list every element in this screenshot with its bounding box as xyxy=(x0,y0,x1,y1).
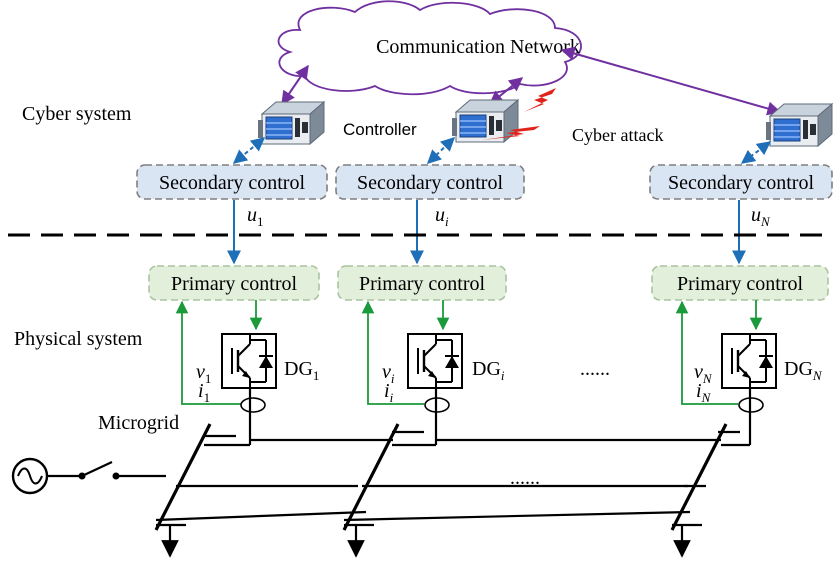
secondary-control-label: Secondary control xyxy=(357,172,504,194)
in-label: iN xyxy=(696,380,712,405)
converter-n-icon xyxy=(720,332,778,390)
vi-label: vi xyxy=(382,361,395,386)
cyber-attack-bolt-icon xyxy=(482,88,556,140)
v1-label: v1 xyxy=(196,361,211,386)
dg-unit-i: vi ii DGi xyxy=(361,300,505,445)
cyber-attack-label: Cyber attack xyxy=(572,125,663,145)
secondary-control-n: Secondary control xyxy=(649,164,833,200)
controller-link-1 xyxy=(232,137,266,164)
cyber-system-label: Cyber system xyxy=(22,103,132,125)
microgrid-label: Microgrid xyxy=(98,412,179,434)
secondary-control-label: Secondary control xyxy=(668,172,815,194)
breaker-switch-icon xyxy=(81,461,113,477)
un-label: uN xyxy=(751,204,771,229)
ui-label: ui xyxy=(435,204,449,229)
controller-link-i xyxy=(426,137,456,164)
controller-n-icon xyxy=(765,103,833,147)
controller-1-icon xyxy=(257,101,325,145)
comm-link-n xyxy=(560,46,782,116)
dgi-label: DGi xyxy=(472,358,505,383)
controller-label: Controller xyxy=(343,120,417,139)
dgn-label: DGN xyxy=(784,358,823,383)
i1-label: i1 xyxy=(198,380,210,405)
ii-label: ii xyxy=(384,380,394,405)
secondary-control-i: Secondary control xyxy=(335,164,525,200)
primary-control-label: Primary control xyxy=(677,273,804,295)
network-label: Communication Network xyxy=(376,36,580,58)
secondary-control-1: Secondary control xyxy=(136,164,328,200)
physical-system-label: Physical system xyxy=(14,328,143,350)
dg-unit-n: vN iN DGN xyxy=(675,300,823,445)
converter-1-icon xyxy=(220,332,278,390)
primary-control-n: Primary control xyxy=(651,265,829,301)
secondary-control-label: Secondary control xyxy=(159,172,306,194)
primary-control-1: Primary control xyxy=(148,265,320,301)
u1-label: u1 xyxy=(247,204,264,229)
primary-control-i: Primary control xyxy=(337,265,507,301)
dg-unit-1: v1 i1 DG1 xyxy=(175,300,319,445)
controller-link-n xyxy=(740,141,772,164)
vn-label: vN xyxy=(694,361,713,386)
microgrid-network xyxy=(11,423,750,558)
microgrid-ellipsis: ...... xyxy=(510,467,540,489)
controller-i-icon xyxy=(451,99,519,143)
converter-i-icon xyxy=(406,332,464,390)
comm-link-1 xyxy=(281,64,309,106)
primary-control-label: Primary control xyxy=(359,273,486,295)
dg1-label: DG1 xyxy=(284,358,319,383)
communication-network-cloud: Communication Network xyxy=(277,0,582,96)
primary-control-label: Primary control xyxy=(171,273,298,295)
units-ellipsis: ...... xyxy=(580,358,610,380)
